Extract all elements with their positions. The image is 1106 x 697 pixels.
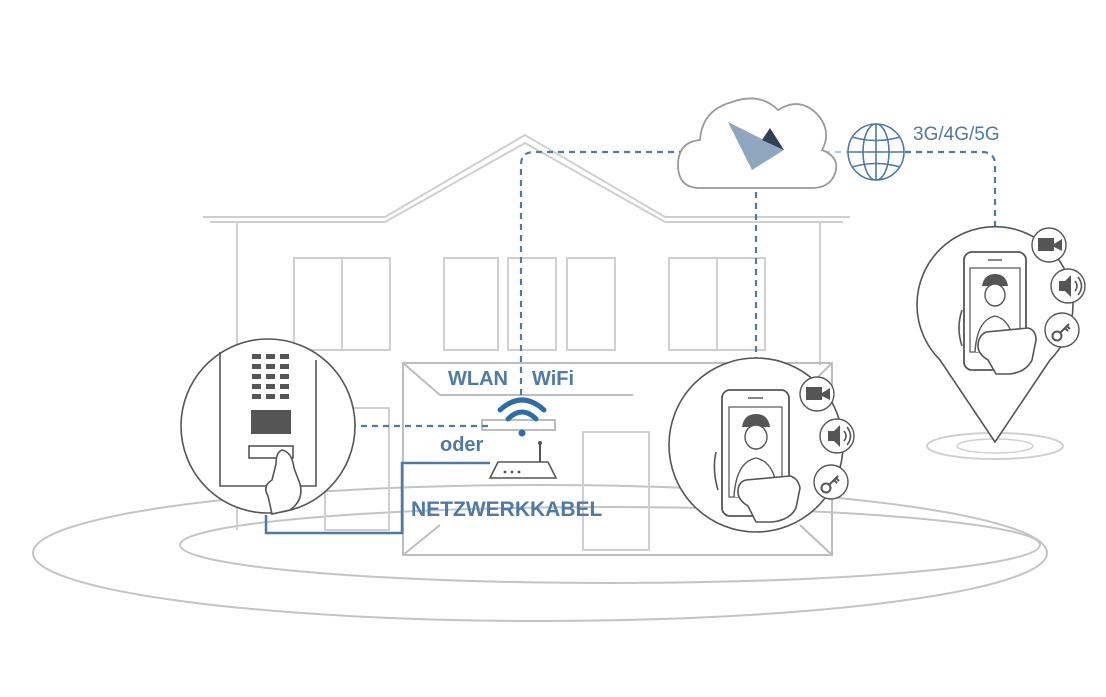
remote-phone-pin — [916, 225, 1086, 444]
finger-icon — [264, 449, 302, 515]
caller-avatar — [733, 414, 779, 498]
hand-icon — [737, 475, 801, 523]
wlan-label: WLAN — [448, 368, 508, 390]
ground-rings — [32, 432, 1064, 622]
indoor-phone-callout — [668, 357, 855, 533]
network-cable-label: NETZWERKKABEL — [411, 498, 602, 521]
cloud-icon — [677, 97, 838, 189]
door-station-callout — [180, 338, 356, 515]
connection-lines — [264, 150, 997, 535]
router-icon — [488, 441, 558, 479]
globe-icon — [847, 123, 905, 181]
oder-label: oder — [440, 434, 484, 456]
cloud-logo — [728, 122, 784, 170]
network-cable — [264, 461, 490, 535]
mobile-network-label: 3G/4G/5G — [913, 124, 1000, 145]
wifi-label: WiFi — [532, 368, 574, 390]
wifi-icon — [497, 397, 547, 437]
globe-to-remote-dashed-line — [905, 150, 997, 252]
house-outline — [203, 133, 850, 551]
hand-icon — [977, 327, 1037, 375]
